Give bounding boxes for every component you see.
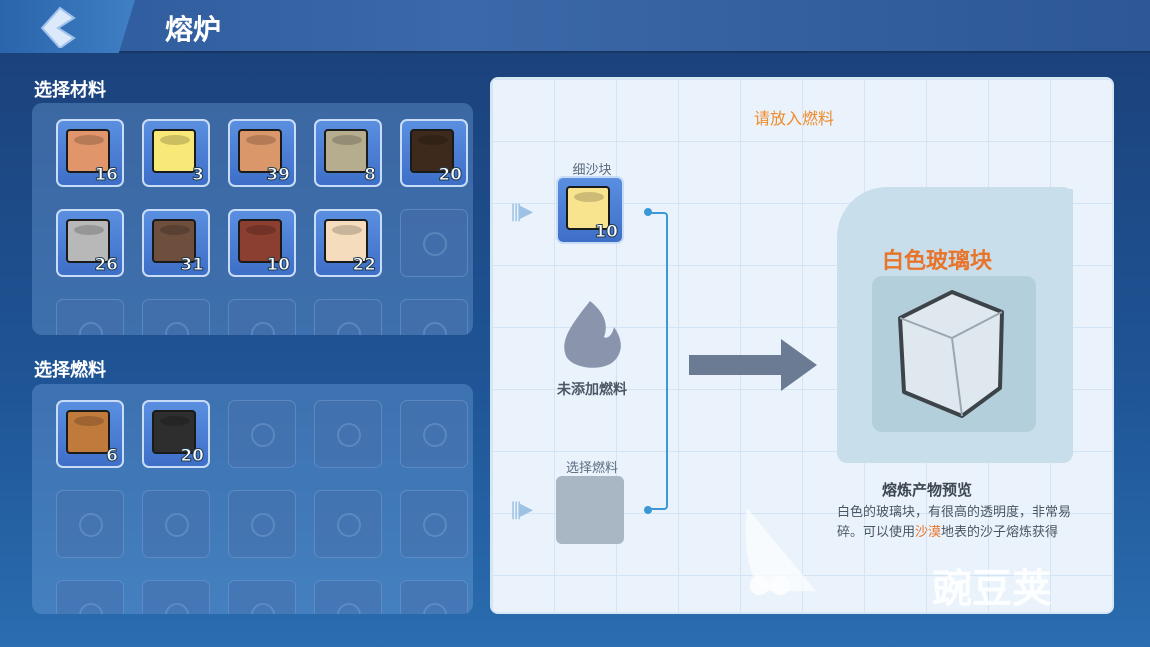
top-bar: 熔炉 [0, 0, 1150, 53]
watermark-logo [745, 508, 817, 596]
product-description: 白色的玻璃块，有很高的透明度，非常易碎。可以使用沙漠地表的沙子熔炼获得 [837, 503, 1073, 543]
fuels-label: 选择燃料 [34, 360, 106, 381]
item-count: 3 [192, 165, 205, 186]
product-preview [872, 276, 1036, 432]
fuel-status: 未添加燃料 [557, 382, 627, 398]
desc-highlight: 沙漠 [915, 525, 942, 540]
empty-slot [142, 580, 210, 614]
empty-slot [314, 400, 382, 468]
empty-slot [228, 580, 296, 614]
item-count: 20 [180, 446, 205, 467]
materials-slot[interactable]: 8 [314, 119, 382, 187]
block-icon [238, 129, 282, 173]
materials-slot[interactable]: 3 [142, 119, 210, 187]
connector-dot [644, 208, 652, 216]
back-button[interactable] [0, 0, 135, 53]
block-icon [66, 129, 110, 173]
arrow-right-icon [689, 339, 817, 391]
item-count: 8 [364, 165, 377, 186]
input-count: 10 [594, 222, 619, 243]
empty-slot [314, 299, 382, 335]
smelting-panel: 请放入燃料 细沙块 |||▶ 10 未添加燃料 选择燃料 |||▶ 白色玻璃块 … [490, 77, 1114, 614]
block-icon [152, 219, 196, 263]
preview-label: 熔炼产物预览 [882, 481, 973, 499]
empty-slot [314, 490, 382, 558]
fuels-panel: 6 20 [32, 384, 473, 614]
desc-text: 白色的玻璃块，有很高的透明度，非常易碎。可以使用 [837, 505, 1072, 540]
empty-slot [228, 490, 296, 558]
block-icon [152, 410, 196, 454]
block-icon [238, 219, 282, 263]
input-slot[interactable]: 10 [556, 176, 624, 244]
materials-slot[interactable]: 20 [400, 119, 468, 187]
block-icon [152, 129, 196, 173]
page-title: 熔炉 [165, 13, 222, 46]
empty-slot [56, 490, 124, 558]
connector-line [650, 212, 668, 510]
materials-slot[interactable]: 16 [56, 119, 124, 187]
empty-slot [142, 299, 210, 335]
block-icon [66, 219, 110, 263]
block-icon [324, 219, 368, 263]
product-name: 白色玻璃块 [881, 249, 992, 274]
connector-dot [644, 506, 652, 514]
materials-label: 选择材料 [34, 80, 106, 101]
materials-slot[interactable]: 22 [314, 209, 382, 277]
item-count: 6 [106, 446, 119, 467]
input-label: 细沙块 [572, 163, 612, 178]
materials-slot[interactable]: 10 [228, 209, 296, 277]
empty-slot [400, 490, 468, 558]
watermark-text: 豌豆荚 [932, 566, 1052, 612]
back-arrow-icon [40, 6, 76, 48]
glass-block-icon [898, 290, 1004, 418]
empty-slot [314, 580, 382, 614]
fuel-slot-label: 选择燃料 [565, 461, 618, 476]
empty-slot [228, 299, 296, 335]
sand-block-icon [566, 186, 610, 230]
block-icon [410, 129, 454, 173]
fuel-slot[interactable] [556, 476, 624, 544]
item-count: 16 [94, 165, 119, 186]
empty-slot [142, 490, 210, 558]
empty-slot [400, 209, 468, 277]
empty-slot [400, 400, 468, 468]
fuels-slot[interactable]: 6 [56, 400, 124, 468]
empty-slot [400, 299, 468, 335]
item-count: 39 [266, 165, 291, 186]
flame-icon [564, 301, 621, 368]
materials-slot[interactable]: 26 [56, 209, 124, 277]
materials-slot[interactable]: 31 [142, 209, 210, 277]
empty-slot [56, 580, 124, 614]
fuels-slot[interactable]: 20 [142, 400, 210, 468]
hint-text: 请放入燃料 [754, 109, 835, 128]
fuel-arrow-icon: |||▶ [510, 499, 533, 520]
empty-slot [228, 400, 296, 468]
item-count: 31 [180, 255, 205, 276]
item-count: 10 [266, 255, 291, 276]
item-count: 26 [94, 255, 119, 276]
item-count: 22 [352, 255, 377, 276]
materials-slot[interactable]: 39 [228, 119, 296, 187]
materials-panel: 16 3 39 8 20 26 31 10 22 [32, 103, 473, 335]
item-count: 20 [438, 165, 463, 186]
desc-text: 地表的沙子熔炼获得 [941, 525, 1059, 540]
block-icon [66, 410, 110, 454]
block-icon [324, 129, 368, 173]
empty-slot [400, 580, 468, 614]
empty-slot [56, 299, 124, 335]
input-arrow-icon: |||▶ [510, 201, 533, 222]
